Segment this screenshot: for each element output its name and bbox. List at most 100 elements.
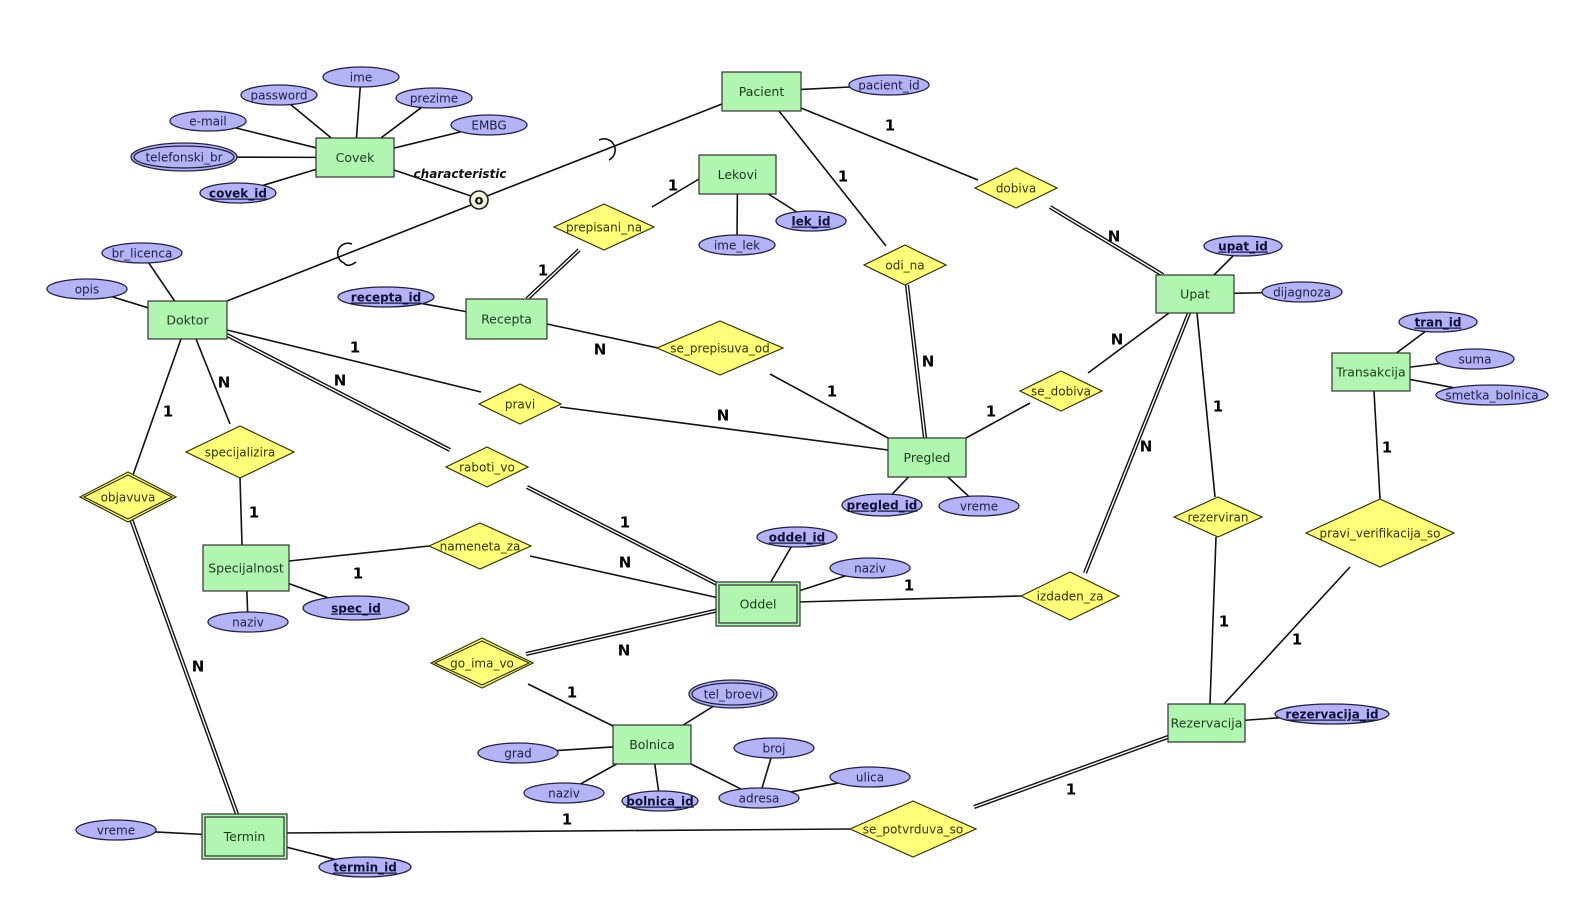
attribute-tel-broevi[interactable]: tel_broevi	[688, 679, 778, 709]
connection-upat-izdaden_za-total-gap	[1084, 312, 1190, 574]
relationship-diamond	[82, 474, 174, 520]
attribute-label: covek_id	[209, 187, 267, 202]
attribute-label: tran_id	[1415, 316, 1462, 331]
entity-specijalnost[interactable]: Specijalnost	[202, 544, 290, 592]
connection-doktor-objavuva	[132, 338, 182, 476]
entity-termin[interactable]: Termin	[201, 813, 288, 860]
relationship-pravi[interactable]: pravi	[477, 383, 563, 425]
relationship-se-prepisuva-od[interactable]: se_prepisuva_od	[655, 320, 785, 376]
attribute-ime-lek[interactable]: ime_lek	[698, 234, 776, 256]
attribute-ime[interactable]: ime	[322, 66, 400, 88]
attribute-br-licenca[interactable]: br_licenca	[101, 242, 183, 264]
attribute-label: ime	[350, 71, 372, 85]
cardinality-label: 1	[668, 177, 678, 195]
attribute-termin-id-key[interactable]: termin_id	[318, 856, 412, 878]
attribute-label: opis	[75, 283, 100, 297]
attribute-smetka-bolnica[interactable]: smetka_bolnica	[1435, 384, 1549, 406]
attribute-label: recepta_id	[351, 291, 421, 306]
relationship-specijalizira[interactable]: specijalizira	[184, 425, 296, 479]
attribute-vreme[interactable]: vreme	[75, 819, 157, 841]
attribute-covek-id-key[interactable]: covek_id	[199, 182, 277, 204]
attribute-ellipse	[207, 611, 289, 633]
relationship-diamond	[184, 425, 296, 479]
relationship-pravi-verifikacija-so[interactable]: pravi_verifikacija_so	[1304, 498, 1456, 568]
entity-transakcija[interactable]: Transakcija	[1331, 352, 1411, 392]
relationship-label: objavuva	[101, 491, 156, 505]
attribute-e-mail[interactable]: e-mail	[169, 110, 247, 132]
entity-recepta[interactable]: Recepta	[465, 298, 548, 340]
connection-oddel-go_ima_vo-total-gap	[525, 609, 720, 655]
attribute-bolnica-id-key[interactable]: bolnica_id	[621, 790, 699, 812]
attribute-link-recepta-id	[421, 302, 467, 313]
entity-label: Recepta	[481, 312, 532, 327]
attribute-spec-id-key[interactable]: spec_id	[302, 595, 410, 621]
relationship-label: dobiva	[996, 182, 1036, 196]
attribute-naziv[interactable]: naziv	[207, 611, 289, 633]
connection-pacient-dobiva	[800, 107, 979, 181]
attribute-suma[interactable]: suma	[1435, 348, 1515, 370]
attribute-ulica[interactable]: ulica	[829, 766, 911, 788]
relationship-odi-na[interactable]: odi_na	[862, 244, 948, 286]
edges-layer	[111, 86, 1454, 861]
relationship-prepisani-na[interactable]: prepisani_na	[552, 203, 656, 251]
attribute-label: telefonski_br	[145, 151, 222, 165]
attribute-naziv[interactable]: naziv	[829, 557, 911, 579]
entity-bolnica[interactable]: Bolnica	[612, 724, 692, 765]
attribute-upat-id-key[interactable]: upat_id	[1203, 235, 1283, 257]
attribute-link-pregled-id	[891, 476, 910, 495]
entity-upat[interactable]: Upat	[1155, 274, 1235, 314]
attribute-adresa[interactable]: adresa	[718, 787, 800, 809]
entity-label: Rezervacija	[1171, 716, 1243, 731]
relationship-diamond	[1304, 498, 1456, 568]
relationship-objavuva[interactable]: objavuva	[78, 471, 178, 523]
entity-rezervacija[interactable]: Rezervacija	[1167, 703, 1246, 743]
attribute-label: e-mail	[189, 115, 226, 129]
relationship-nameneta-za[interactable]: nameneta_za	[427, 522, 533, 570]
attribute-ellipse	[523, 782, 605, 804]
relationship-rezerviran[interactable]: rezerviran	[1172, 496, 1264, 538]
attribute-pacient-id[interactable]: pacient_id	[848, 74, 930, 96]
attribute-recepta-id-key[interactable]: recepta_id	[337, 286, 435, 308]
attribute-oddel-id-key[interactable]: oddel_id	[756, 526, 838, 548]
attribute-lek-id-key[interactable]: lek_id	[775, 210, 847, 232]
attribute-opis[interactable]: opis	[46, 278, 128, 300]
attribute-pregled-id-key[interactable]: pregled_id	[841, 493, 923, 517]
attribute-label: naziv	[548, 787, 580, 801]
attribute-grad[interactable]: grad	[477, 742, 559, 764]
entity-oddel[interactable]: Oddel	[715, 581, 801, 627]
relationship-diamond	[552, 203, 656, 251]
entity-pacient[interactable]: Pacient	[721, 71, 802, 112]
connection-bolnica-go_ima_vo	[527, 683, 614, 727]
entity-covek[interactable]: Covek	[315, 137, 395, 178]
attribute-rezervacija-id-key[interactable]: rezervacija_id	[1274, 703, 1390, 725]
connection-pregled-pravi	[559, 406, 889, 451]
attribute-prezime[interactable]: prezime	[395, 87, 473, 109]
relationship-izdaden-za[interactable]: izdaden_za	[1019, 571, 1121, 621]
attribute-tran-id-key[interactable]: tran_id	[1398, 311, 1478, 333]
entity-box	[698, 154, 777, 195]
relationship-se-dobiva[interactable]: se_dobiva	[1018, 370, 1104, 412]
attribute-broj[interactable]: broj	[733, 737, 815, 759]
attribute-dijagnoza[interactable]: dijagnoza	[1261, 281, 1343, 303]
connection-upat-se_dobiva	[1087, 312, 1170, 374]
cardinality-label: 1	[567, 684, 577, 702]
relationship-se-potvrduva-so[interactable]: se_potvrduva_so	[848, 800, 978, 858]
entity-doktor[interactable]: Doktor	[147, 300, 228, 340]
connection-upat-rezerviran	[1196, 312, 1216, 498]
relationship-dobiva[interactable]: dobiva	[973, 167, 1059, 209]
attribute-password[interactable]: password	[240, 84, 318, 106]
entity-lekovi[interactable]: Lekovi	[698, 154, 777, 195]
attribute-telefonski-br[interactable]: telefonski_br	[130, 142, 238, 172]
attribute-ellipse	[829, 766, 911, 788]
attribute-embg[interactable]: EMBG	[450, 114, 528, 136]
attribute-link-tran-id	[1395, 330, 1426, 354]
relationship-go-ima-vo[interactable]: go_ima_vo	[429, 637, 535, 689]
entity-pregled[interactable]: Pregled	[887, 437, 967, 478]
attribute-vreme[interactable]: vreme	[938, 495, 1020, 517]
relationship-raboti-vo[interactable]: raboti_vo	[444, 446, 530, 488]
cardinality-label: 1	[350, 339, 360, 357]
entity-label: Bolnica	[629, 737, 675, 752]
attribute-naziv[interactable]: naziv	[523, 782, 605, 804]
relationship-label: prepisani_na	[566, 221, 642, 235]
